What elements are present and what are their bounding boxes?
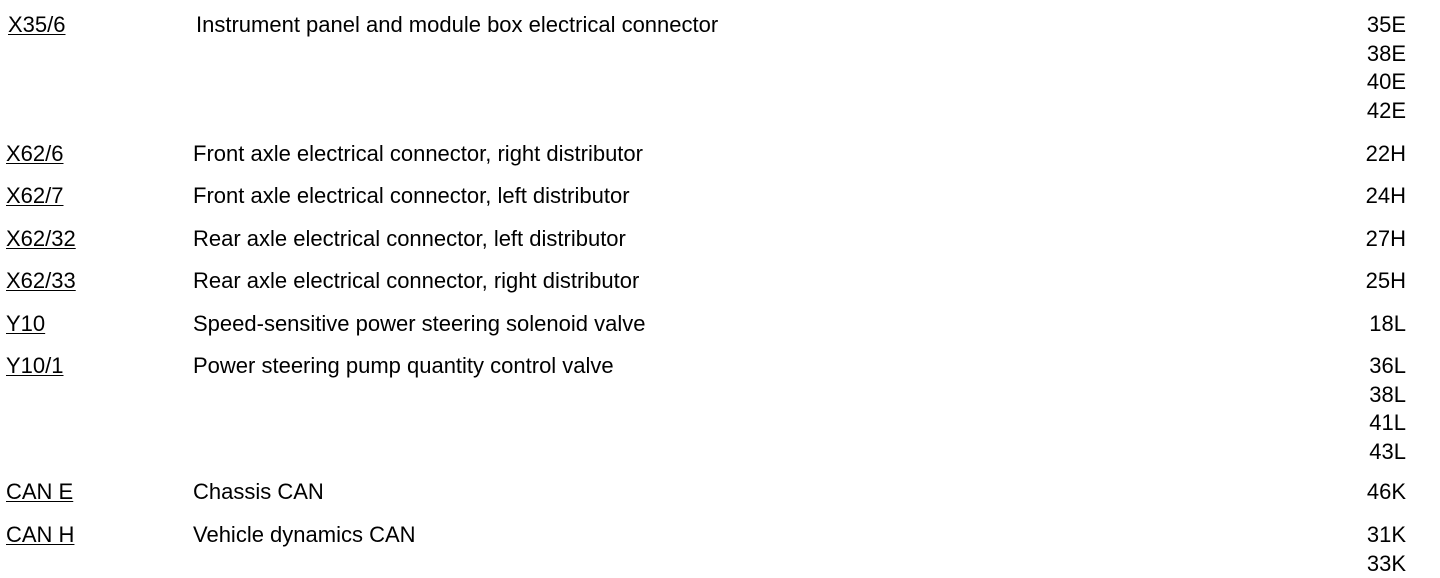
grid-reference: 22H: [1366, 140, 1406, 169]
grid-reference: 35E: [1367, 11, 1406, 40]
component-description: Power steering pump quantity control val…: [193, 352, 614, 380]
grid-reference: 46K: [1367, 478, 1406, 507]
component-description: Rear axle electrical connector, left dis…: [193, 225, 626, 253]
grid-references: 18L: [1369, 310, 1406, 339]
grid-reference: 38L: [1369, 381, 1406, 410]
component-code-link[interactable]: X62/6: [6, 140, 64, 168]
grid-references: 31K 33K: [1367, 521, 1406, 578]
component-description: Speed-sensitive power steering solenoid …: [193, 310, 645, 338]
grid-references: 36L 38L 41L 43L: [1369, 352, 1406, 466]
component-description: Vehicle dynamics CAN: [193, 521, 416, 549]
grid-reference: 25H: [1366, 267, 1406, 296]
component-description: Chassis CAN: [193, 478, 324, 506]
grid-reference: 40E: [1367, 68, 1406, 97]
component-description: Front axle electrical connector, right d…: [193, 140, 643, 168]
grid-references: 35E 38E 40E 42E: [1367, 11, 1406, 125]
component-code-link[interactable]: X35/6: [8, 11, 66, 39]
component-code-link[interactable]: X62/7: [6, 182, 64, 210]
component-description: Rear axle electrical connector, right di…: [193, 267, 639, 295]
component-code-link[interactable]: CAN E: [6, 478, 73, 506]
grid-references: 24H: [1366, 182, 1406, 211]
grid-reference: 38E: [1367, 40, 1406, 69]
grid-reference: 36L: [1369, 352, 1406, 381]
grid-reference: 33K: [1367, 550, 1406, 578]
grid-reference: 31K: [1367, 521, 1406, 550]
grid-references: 46K: [1367, 478, 1406, 507]
component-code-link[interactable]: Y10: [6, 310, 45, 338]
grid-reference: 24H: [1366, 182, 1406, 211]
grid-references: 25H: [1366, 267, 1406, 296]
grid-reference: 43L: [1369, 438, 1406, 467]
grid-references: 27H: [1366, 225, 1406, 254]
component-code-link[interactable]: X62/33: [6, 267, 76, 295]
grid-reference: 18L: [1369, 310, 1406, 339]
component-description: Instrument panel and module box electric…: [196, 11, 718, 39]
grid-references: 22H: [1366, 140, 1406, 169]
component-code-link[interactable]: Y10/1: [6, 352, 64, 380]
grid-reference: 27H: [1366, 225, 1406, 254]
grid-reference: 41L: [1369, 409, 1406, 438]
component-code-link[interactable]: X62/32: [6, 225, 76, 253]
component-code-link[interactable]: CAN H: [6, 521, 74, 549]
grid-reference: 42E: [1367, 97, 1406, 126]
component-description: Front axle electrical connector, left di…: [193, 182, 630, 210]
